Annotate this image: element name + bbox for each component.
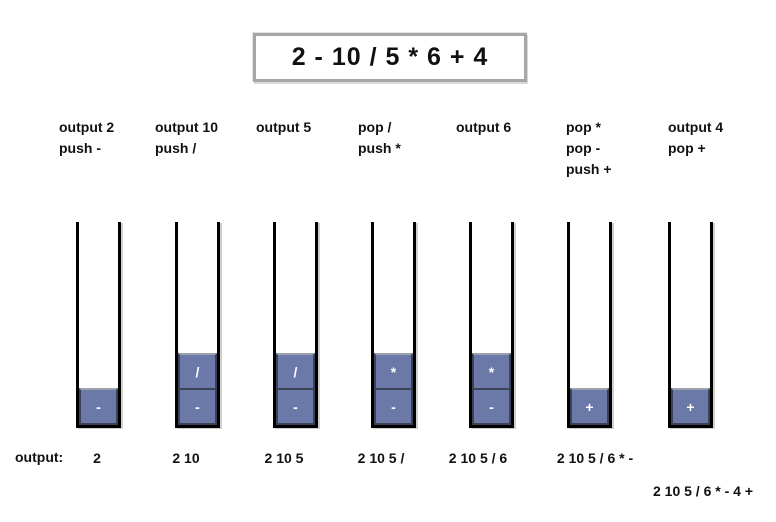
output-text-5: 2 10 5 / 6 [448,450,508,466]
operator-glyph: + [686,398,695,415]
step-actions-4: pop / push * [358,119,401,156]
stack-cell: - [374,388,413,425]
expression-text: 2 - 10 / 5 * 6 + 4 [291,43,489,71]
operator-glyph: - [293,398,298,415]
output-text-7: 2 10 5 / 6 * - 4 + [652,483,754,499]
stack-cell: * [472,353,511,390]
stack-6: + [567,222,612,428]
output-text-6: 2 10 5 / 6 * - [556,450,634,466]
operator-glyph: / [195,363,200,380]
stack-4: * - [371,222,416,428]
step-actions-2: output 10 push / [155,119,218,156]
operator-glyph: + [585,398,594,415]
stack-3: / - [273,222,318,428]
step-actions-3: output 5 [256,119,312,135]
operator-glyph: - [489,398,494,415]
stack-2: / - [175,222,220,428]
step-actions-5: output 6 [456,119,512,135]
operator-glyph: * [390,363,397,380]
stack-cell: * [374,353,413,390]
stack-cell: - [178,388,217,425]
operator-glyph: * [488,363,495,380]
stack-cell: - [472,388,511,425]
output-text-2: 2 10 [172,450,200,466]
output-label: output: [15,449,64,465]
stack-cell: + [570,388,609,425]
expression-box: 2 - 10 / 5 * 6 + 4 [253,33,527,82]
stack-7: + [668,222,713,428]
operator-glyph: - [96,398,101,415]
stack-1: - [76,222,121,428]
output-text-3: 2 10 5 [264,450,304,466]
stack-cell: - [276,388,315,425]
step-actions-6: pop * pop - push + [566,119,612,177]
stack-cell: + [671,388,710,425]
stack-cell: / [178,353,217,390]
output-text-4: 2 10 5 / [357,450,405,466]
stack-cell: / [276,353,315,390]
operator-glyph: - [391,398,396,415]
stack-cell: - [79,388,118,425]
step-actions-1: output 2 push - [59,119,115,156]
step-actions-7: output 4 pop + [668,119,724,156]
operator-glyph: / [293,363,298,380]
stack-5: * - [469,222,514,428]
operator-glyph: - [195,398,200,415]
output-text-1: 2 [93,450,101,466]
